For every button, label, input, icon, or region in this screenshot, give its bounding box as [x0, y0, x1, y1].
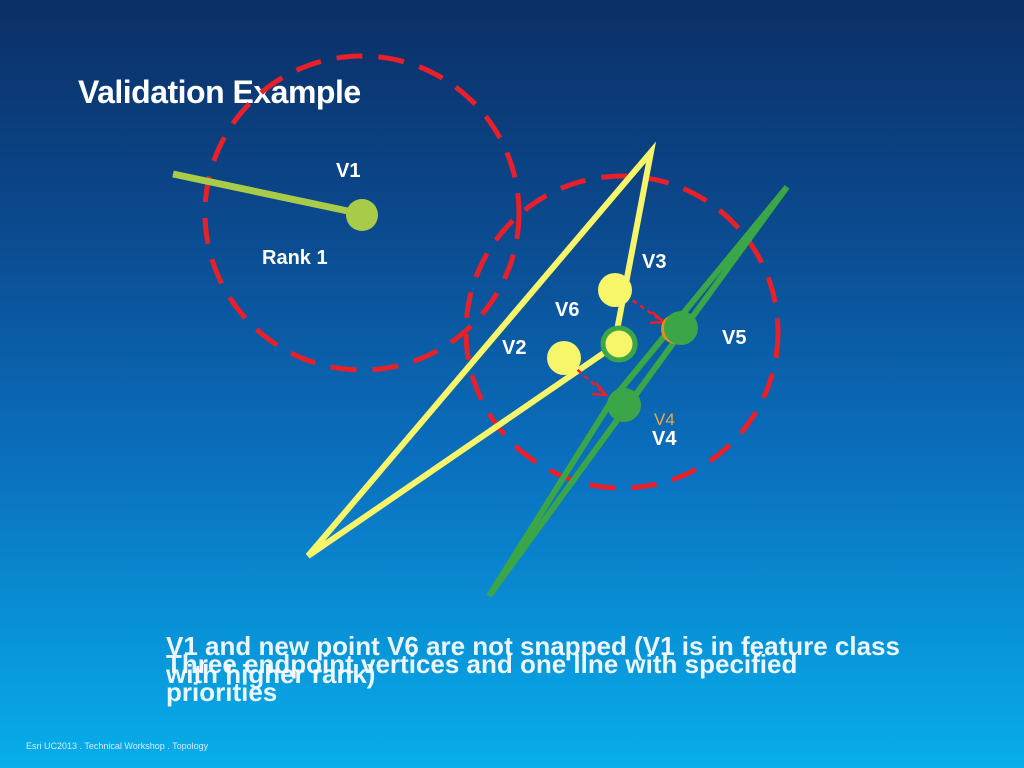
slide-title: Validation Example — [78, 74, 361, 110]
label-v4: V4 — [652, 428, 677, 450]
label-rank: Rank 1 — [262, 247, 328, 269]
vertex-v1 — [346, 199, 378, 231]
vertex-v4 — [607, 388, 641, 422]
vertex-v5 — [664, 311, 698, 345]
tolerance-circle-v1 — [202, 53, 522, 373]
arrow-head-v4 — [591, 382, 609, 397]
caption-description: Three endpoint vertices and one line wit… — [166, 649, 798, 707]
label-v6: V6 — [555, 299, 580, 321]
label-v4-overlay: V4 — [654, 410, 675, 429]
arrow-head-v5 — [649, 311, 668, 325]
label-v2: V2 — [502, 337, 527, 359]
tolerance-circle-cluster — [463, 173, 781, 491]
label-v3: V3 — [642, 251, 667, 273]
label-v1: V1 — [336, 160, 361, 182]
caption-snapping-note: V1 and new point V6 are not snapped (V1 … — [166, 631, 900, 689]
vertex-v6 — [600, 325, 638, 363]
green-line-feature — [486, 185, 790, 598]
slide-footer: Esri UC2013 . Technical Workshop . Topol… — [26, 741, 209, 751]
label-v5: V5 — [722, 327, 747, 349]
rank1-line — [172, 170, 363, 218]
vertex-v3 — [598, 273, 632, 307]
yellow-line-feature — [305, 141, 657, 559]
vertex-v2 — [547, 341, 581, 375]
